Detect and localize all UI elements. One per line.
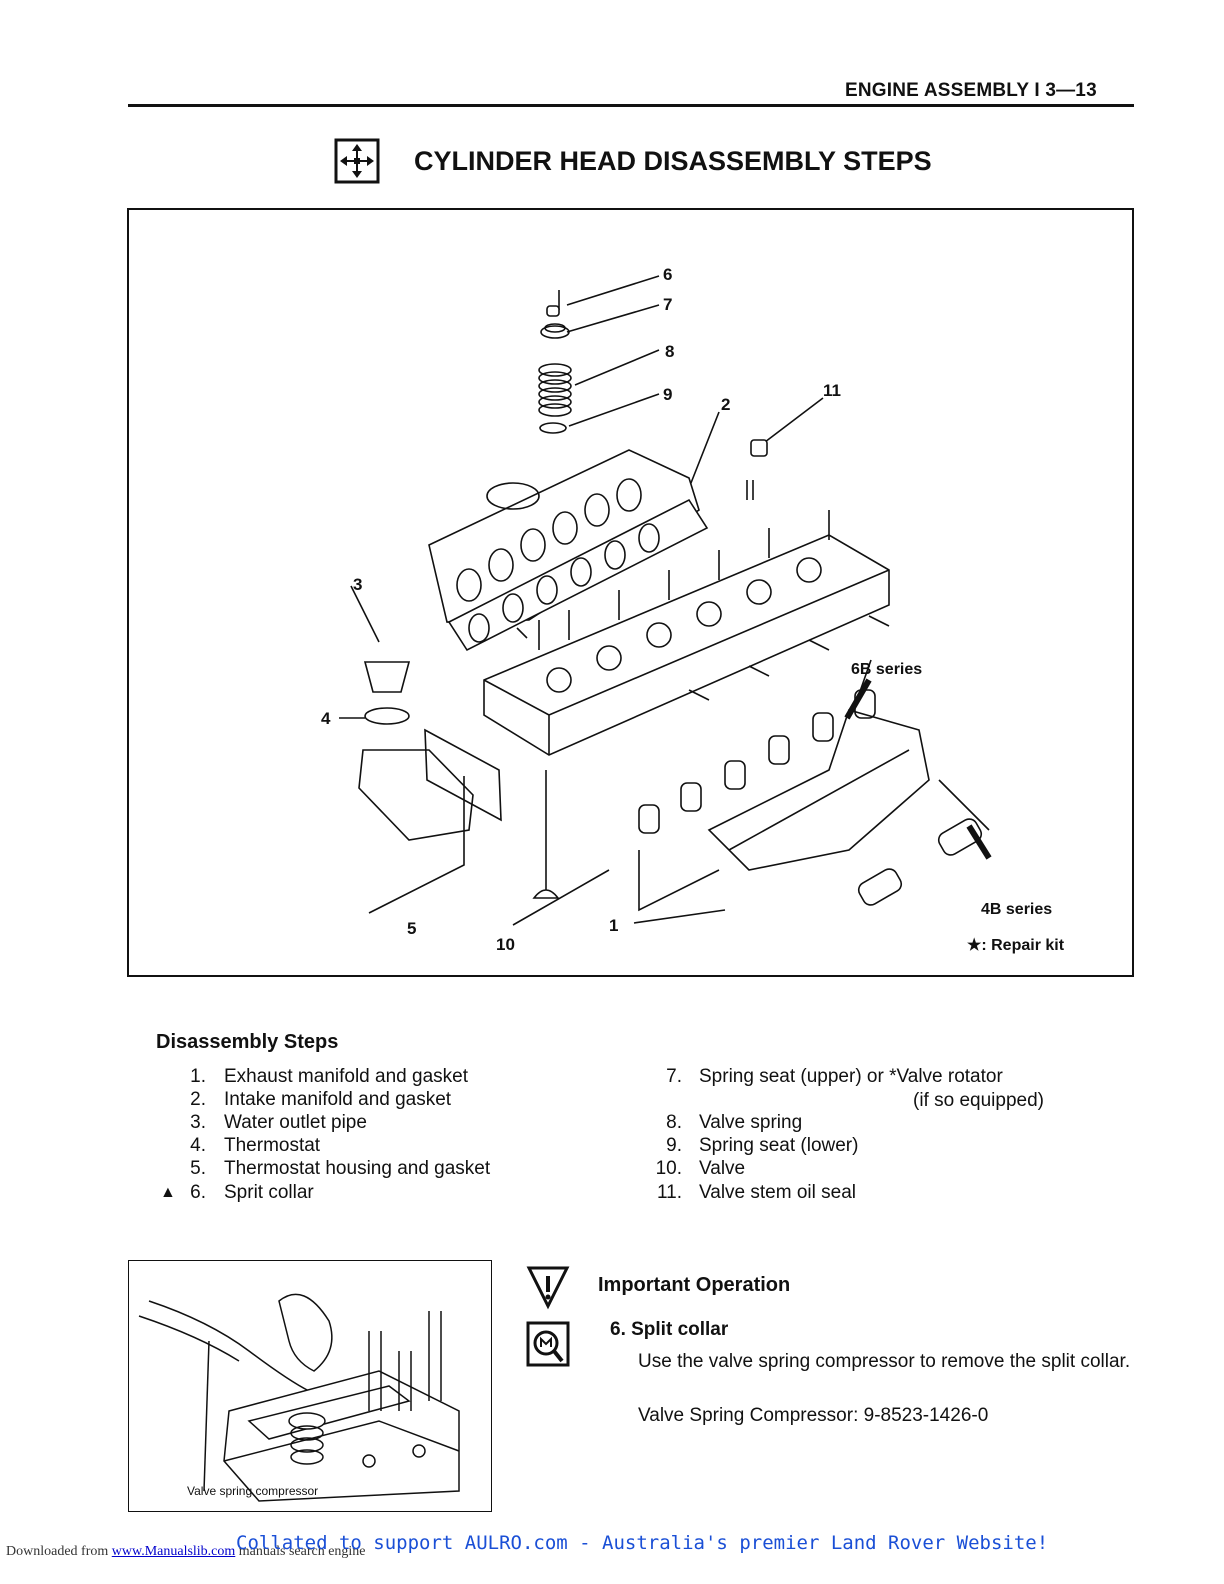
compressor-illustration: Valve spring compressor [138,1293,460,1502]
download-source: Downloaded from www.Manualslib.com manua… [6,1544,366,1559]
exploded-diagram: 6 7 8 9 2 11 3 4 5 10 1 6B series 4B ser… [127,208,1134,977]
list-item-note: (if so equipped) [913,1090,1044,1111]
instruction-text: Use the valve spring compressor to remov… [638,1351,1131,1372]
split-collar-heading: 6. Split collar [610,1319,729,1340]
tool-number: Valve Spring Compressor: 9-8523-1426-0 [638,1405,989,1426]
important-operation-title: Important Operation [598,1274,791,1296]
label-6b-series: 6B series [851,661,922,678]
callout-8: 8 [665,342,674,361]
valve-spring-compressor-figure: Valve spring compressor [128,1260,492,1512]
callout-7: 7 [663,295,672,314]
collated-notice: Collated to support AULRO.com - Australi… [236,1532,1049,1554]
special-tool-icon [526,1321,570,1367]
page-title: CYLINDER HEAD DISASSEMBLY STEPS [414,146,932,176]
label-repair-kit: ★: Repair kit [967,937,1065,954]
callout-10: 10 [496,935,515,954]
warning-triangle-icon [526,1266,570,1310]
manualslib-link[interactable]: www.Manualslib.com [111,1544,236,1559]
callout-5: 5 [407,919,416,938]
callout-1: 1 [609,916,618,935]
callout-2: 2 [721,395,730,414]
label-4b-series: 4B series [981,901,1052,918]
cylinder-head-illustration: 6 7 8 9 2 11 3 4 5 10 1 6B series 4B ser… [321,265,1065,954]
steps-title: Disassembly Steps [156,1031,339,1053]
section-header: ENGINE ASSEMBLY I 3—13 [845,80,1097,101]
disassembly-arrows-icon [334,138,380,184]
important-marker-icon: ▲ [160,1184,176,1201]
header-rule [128,104,1134,107]
callout-4: 4 [321,709,331,728]
callout-6: 6 [663,265,672,284]
photo-caption: Valve spring compressor [187,1484,318,1498]
callout-3: 3 [353,575,362,594]
callout-9: 9 [663,385,672,404]
valve-spring [538,363,572,417]
callout-11: 11 [823,381,841,400]
